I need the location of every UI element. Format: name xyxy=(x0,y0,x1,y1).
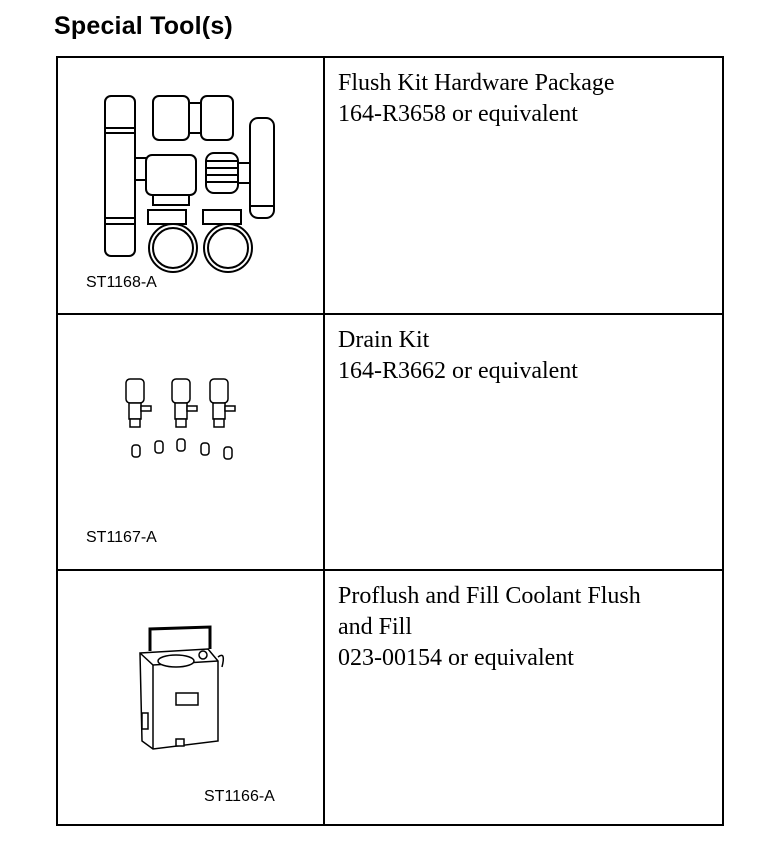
tool-illustration-cell: ST1167-A xyxy=(58,315,325,569)
tool-name: Flush Kit Hardware Package xyxy=(338,70,615,96)
tool-row-drain-kit: ST1167-A Drain Kit 164-R3662 or equivale… xyxy=(58,315,722,571)
coolant-flush-machine-icon xyxy=(58,571,325,824)
tool-part-number: 164-R3658 or equivalent xyxy=(338,101,578,127)
tool-description: Proflush and Fill Coolant Flush and Fill… xyxy=(338,581,718,674)
tool-illustration-cell: ST1166-A xyxy=(58,571,325,824)
tool-description: Flush Kit Hardware Package 164-R3658 or … xyxy=(338,68,718,130)
tool-code-label: ST1168-A xyxy=(86,274,157,291)
tool-code-label: ST1167-A xyxy=(86,529,157,546)
tool-illustration-cell: ST1168-A xyxy=(58,58,325,313)
tool-row-flush-kit: ST1168-A Flush Kit Hardware Package 164-… xyxy=(58,58,722,315)
drain-kit-icon xyxy=(58,315,325,571)
tool-name: Drain Kit xyxy=(338,327,430,353)
tool-row-coolant-flush: ST1166-A Proflush and Fill Coolant Flush… xyxy=(58,571,722,824)
special-tools-table: ST1168-A Flush Kit Hardware Package 164-… xyxy=(56,56,724,826)
tool-part-number: 164-R3662 or equivalent xyxy=(338,358,578,384)
tool-part-number: 023-00154 or equivalent xyxy=(338,645,574,671)
flush-kit-hardware-icon xyxy=(58,58,325,315)
tool-name: Proflush and Fill Coolant Flush xyxy=(338,583,641,609)
tool-code-label: ST1166-A xyxy=(204,788,275,805)
page-title: Special Tool(s) xyxy=(54,12,233,40)
tool-name: and Fill xyxy=(338,614,413,640)
tool-description: Drain Kit 164-R3662 or equivalent xyxy=(338,325,718,387)
